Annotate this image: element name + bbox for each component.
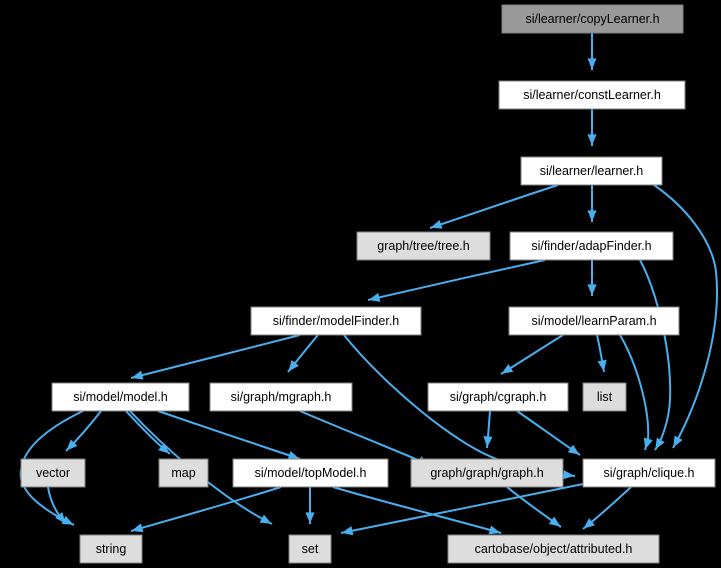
arrowhead (131, 523, 144, 533)
edge-learnParam-to-cgraph (500, 334, 564, 375)
edge-cgraph-to-graphgraph (483, 410, 493, 449)
edge-learnParam-to-list (596, 334, 607, 373)
node-box[interactable] (158, 458, 209, 488)
edge-vector-to-string (47, 486, 67, 525)
edge-adapFinder-to-learnParam (587, 260, 597, 296)
arrowhead (655, 437, 665, 450)
node-cgraph[interactable]: si/graph/cgraph.h (427, 382, 569, 412)
node-box[interactable] (520, 156, 663, 186)
arrowhead (305, 512, 315, 524)
node-box[interactable] (209, 382, 353, 412)
arrowhead (673, 435, 683, 448)
edge-learner-to-adapFinder (587, 185, 597, 222)
nodes-layer: si/learner/copyLearner.h si/learner/const… (20, 4, 716, 564)
arrowhead (587, 134, 597, 146)
arrowhead (567, 444, 580, 455)
edge-adapFinder-to-clique (639, 259, 672, 451)
edge-model-to-vector (65, 410, 102, 452)
node-box[interactable] (582, 458, 716, 488)
edge-topModel-to-set (305, 487, 315, 524)
edge-topModel-to-string (130, 486, 282, 533)
arrowhead (259, 514, 272, 524)
arrowhead (548, 516, 561, 527)
arrowhead (587, 58, 597, 70)
edge-clique-to-set (340, 483, 584, 536)
arrowhead (488, 525, 501, 535)
edge-adapFinder-to-modelFinder (367, 259, 546, 302)
node-graphgraph[interactable]: graph/graph/graph.h (410, 458, 564, 488)
node-model[interactable]: si/model/model.h (51, 382, 190, 412)
arrowhead (430, 219, 443, 229)
node-adapFinder[interactable]: si/finder/adapFinder.h (509, 231, 674, 261)
edge-modelFinder-to-model (130, 334, 301, 380)
edge-learner-to-tree (429, 184, 559, 229)
edge-cgraph-to-clique (516, 410, 581, 456)
node-box[interactable] (427, 382, 569, 412)
node-box[interactable] (232, 458, 389, 488)
node-clique[interactable]: si/graph/clique.h (582, 458, 716, 488)
node-attributed[interactable]: cartobase/object/attributed.h (447, 534, 660, 564)
node-box[interactable] (509, 231, 674, 261)
node-learnParam[interactable]: si/model/learnParam.h (508, 306, 680, 336)
edge-copyLearner-to-constLearner (587, 33, 597, 70)
node-mgraph[interactable]: si/graph/mgraph.h (209, 382, 353, 412)
edge-model-to-topModel (157, 410, 301, 460)
arrowhead (55, 512, 66, 524)
edge-learner-to-clique (653, 184, 718, 449)
arrowhead (587, 284, 597, 296)
node-vector[interactable]: vector (20, 458, 86, 488)
edge-clique-to-attributed (582, 486, 632, 530)
node-set[interactable]: set (288, 534, 332, 564)
arrowhead (562, 470, 575, 480)
node-map[interactable]: map (158, 458, 209, 488)
node-constLearner[interactable]: si/learner/constLearner.h (498, 80, 686, 110)
edge-learnParam-to-clique (619, 334, 653, 451)
node-tree[interactable]: graph/tree/tree.h (356, 231, 491, 261)
arrowhead (288, 360, 299, 372)
arrowhead (501, 363, 514, 374)
arrowhead (597, 359, 607, 372)
arrowhead (158, 443, 170, 454)
arrowhead (287, 450, 300, 460)
arrowhead (368, 292, 381, 302)
node-list[interactable]: list (582, 382, 627, 412)
node-box[interactable] (250, 306, 422, 336)
node-box[interactable] (20, 458, 86, 488)
node-box[interactable] (79, 534, 143, 564)
arrowhead (587, 210, 597, 222)
arrowhead (643, 437, 653, 450)
node-box[interactable] (501, 4, 684, 34)
arrowhead (483, 436, 493, 448)
node-box[interactable] (498, 80, 686, 110)
node-copyLearner[interactable]: si/learner/copyLearner.h (501, 4, 684, 34)
node-box[interactable] (356, 231, 491, 261)
edge-model-to-map (125, 410, 171, 455)
node-topModel[interactable]: si/model/topModel.h (232, 458, 389, 488)
node-box[interactable] (288, 534, 332, 564)
node-box[interactable] (51, 382, 190, 412)
arrowhead (66, 439, 78, 451)
edge-modelFinder-to-mgraph (287, 334, 319, 373)
arrowhead (583, 518, 595, 529)
node-box[interactable] (508, 306, 680, 336)
edge-constLearner-to-learner (587, 109, 597, 146)
node-box[interactable] (447, 534, 660, 564)
edge-topModel-to-attributed (332, 486, 502, 535)
node-modelFinder[interactable]: si/finder/modelFinder.h (250, 306, 422, 336)
arrowhead (131, 370, 144, 380)
node-box[interactable] (410, 458, 564, 488)
edge-graphgraph-to-attributed (506, 486, 562, 528)
arrowhead (341, 526, 354, 536)
node-learner[interactable]: si/learner/learner.h (520, 156, 663, 186)
node-string[interactable]: string (79, 534, 143, 564)
node-box[interactable] (582, 382, 627, 412)
